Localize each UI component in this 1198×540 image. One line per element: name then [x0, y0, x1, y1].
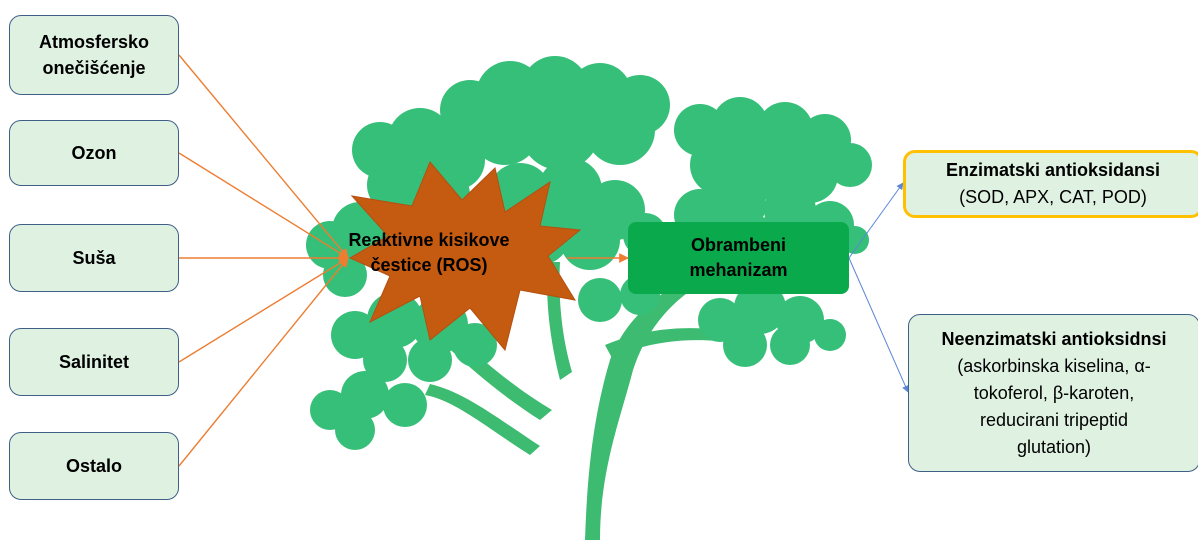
enzymatic-antioxidants-box: Enzimatski antioksidansi (SOD, APX, CAT,…: [903, 150, 1198, 218]
ros-label-line: Reaktivne kisikove: [348, 230, 510, 250]
factor-arrows: [178, 54, 349, 467]
ros-label: Reaktivne kisikove čestice (ROS): [338, 228, 520, 278]
mechanism-arrows: [848, 182, 909, 393]
enzymatic-title: Enzimatski antioksidansi: [945, 160, 1161, 180]
factor-box-susa: Suša: [9, 224, 179, 292]
non-enzymatic-title: Neenzimatski antioksidnsi: [941, 328, 1167, 349]
ros-starburst: [348, 161, 582, 352]
defense-label-line: mehanizam: [689, 260, 788, 280]
enzymatic-body: (SOD, APX, CAT, POD): [959, 187, 1147, 207]
factor-label: Atmosfersko: [38, 32, 150, 52]
defense-mechanism-box: Obrambeni mehanizam: [628, 222, 849, 294]
arrow-salinitet: [178, 257, 349, 363]
factor-box-ostalo: Ostalo: [9, 432, 179, 500]
arrow-ozon: [178, 152, 349, 259]
ros-label-line: čestice (ROS): [370, 255, 488, 275]
factor-label: onečišćenje: [42, 58, 146, 78]
factor-box-ozon: Ozon: [9, 120, 179, 186]
factor-box-salinitet: Salinitet: [9, 328, 179, 396]
factor-label: Ostalo: [65, 456, 122, 476]
non-enzymatic-body-line: glutation): [1016, 436, 1092, 457]
non-enzymatic-antioxidants-box: Neenzimatski antioksidnsi (askorbinska k…: [908, 314, 1198, 472]
non-enzymatic-body-line: reducirani tripeptid: [979, 409, 1129, 430]
factor-box-atmosfersko: Atmosfersko onečišćenje: [9, 15, 179, 95]
non-enzymatic-body-line: (askorbinska kiselina, α-: [957, 355, 1151, 376]
non-enzymatic-body-line: tokoferol, β-karoten,: [973, 382, 1135, 403]
factor-label: Suša: [72, 248, 116, 268]
defense-label-line: Obrambeni: [690, 235, 787, 255]
factor-label: Ozon: [71, 143, 117, 163]
arrow-to-enzymatic: [848, 182, 904, 259]
arrow-atmosfersko: [178, 54, 349, 259]
arrow-to-non-enzymatic: [848, 257, 909, 393]
factor-label: Salinitet: [58, 352, 129, 372]
arrow-ostalo: [178, 257, 349, 467]
